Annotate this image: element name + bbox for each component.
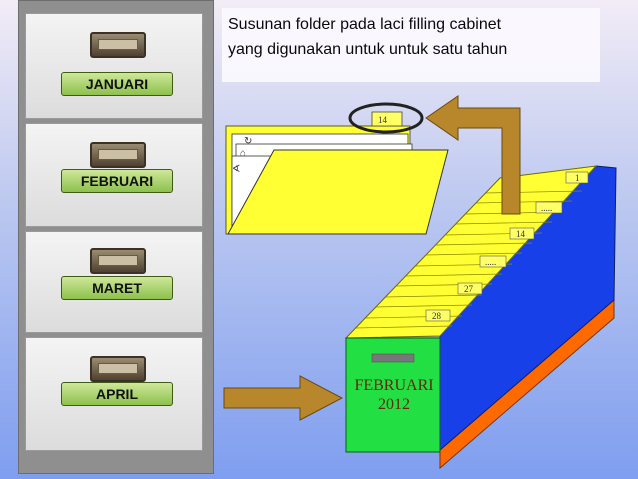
- box-front-year: 2012: [378, 396, 410, 413]
- tab-label: .....: [541, 203, 552, 213]
- tab-dots-1: [535, 201, 563, 214]
- highlight-circle: [348, 102, 424, 134]
- up-arrow-icon: [425, 95, 521, 215]
- drawer-handle-icon: [90, 142, 146, 168]
- drawer-handle-icon: [90, 248, 146, 274]
- drawer-handle-icon: [90, 356, 146, 382]
- caption-line-1: Susunan folder pada laci filling cabinet: [228, 16, 502, 33]
- drawer-januari[interactable]: JANUARI: [25, 13, 203, 119]
- folder-tabs: 1 ..... 14 ..... 27 28: [425, 171, 589, 322]
- drawer-februari[interactable]: FEBRUARI: [25, 123, 203, 227]
- pulled-folder-tab: [371, 111, 403, 127]
- tab-label: 28: [432, 311, 442, 321]
- tab-label: .....: [485, 257, 496, 267]
- box-front-month: FEBRUARI: [354, 377, 434, 394]
- drawer-handle-icon: [90, 32, 146, 58]
- tab-27: [457, 282, 483, 295]
- pulled-folder-stack: ↻ ⌂ ∢ 14: [225, 102, 449, 235]
- right-arrow-icon: [223, 375, 344, 421]
- front-folder: [227, 149, 449, 235]
- folder-mark-icon: ⌂: [240, 148, 246, 159]
- tab-label: 1: [575, 173, 580, 183]
- folder-mark-icon: ↻: [244, 136, 252, 147]
- tab-14: [509, 227, 535, 240]
- drawer-label-januari: JANUARI: [61, 72, 173, 96]
- box-front-label: FEBRUARI 2012: [346, 376, 442, 414]
- folder-mark-icon: ∢: [232, 164, 240, 175]
- tab-label: 27: [464, 284, 474, 294]
- drawer-label-februari: FEBRUARI: [61, 169, 173, 193]
- filing-cabinet: ALBA JANUARI FEBRUARI MARET APRIL: [18, 0, 214, 474]
- box-top-face: [344, 165, 598, 339]
- tab-28: [425, 309, 451, 322]
- pulled-folder-tab-label: 14: [378, 115, 388, 125]
- drawer-maret[interactable]: MARET: [25, 231, 203, 333]
- drawer-label-maret: MARET: [61, 276, 173, 300]
- drawer-label-april: APRIL: [61, 382, 173, 406]
- caption-box: Susunan folder pada laci filling cabinet…: [222, 8, 600, 82]
- drawer-april[interactable]: APRIL: [25, 337, 203, 451]
- tab-1: [565, 171, 589, 184]
- tab-dots-2: [479, 255, 507, 268]
- front-handle: [371, 353, 415, 363]
- tab-label: 14: [516, 229, 526, 239]
- caption-line-2: yang digunakan untuk untuk satu tahun: [228, 41, 508, 58]
